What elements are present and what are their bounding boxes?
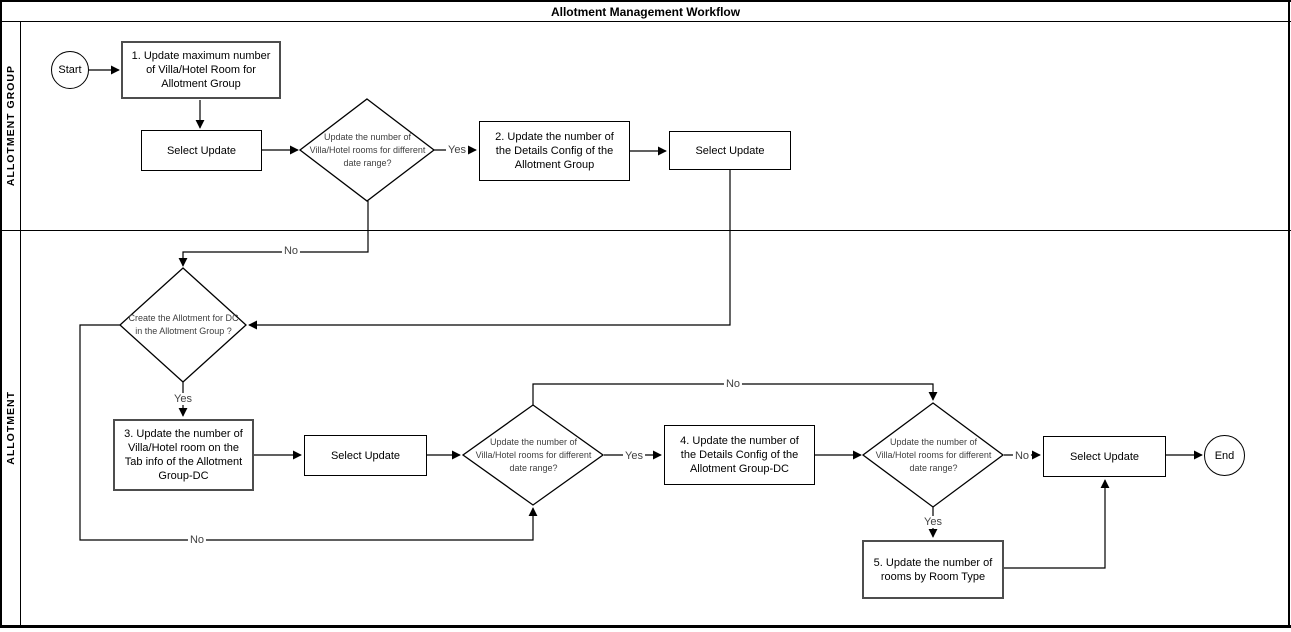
edge-step5-to-select4 xyxy=(1004,479,1110,569)
lane-label-column-divider xyxy=(20,21,21,627)
decision-4-shape xyxy=(861,402,1005,508)
edge-label-no-3: No xyxy=(723,378,743,390)
outer-border-right xyxy=(1288,0,1290,628)
select-update-1-box: Select Update xyxy=(141,130,262,171)
step-5-box: 5. Update the number of rooms by Room Ty… xyxy=(862,540,1004,599)
step-3-box: 3. Update the number of Villa/Hotel room… xyxy=(113,419,254,491)
end-node: End xyxy=(1204,435,1245,476)
lane-label-text: ALLOTMENT xyxy=(5,391,17,465)
edge-label-no-2: No xyxy=(187,534,207,546)
edge-label-no-1: No xyxy=(281,245,301,257)
lane-label-text: ALLOTMENT GROUP xyxy=(5,65,17,187)
diagram-title: Allotment Management Workflow xyxy=(550,4,741,19)
lane-label-allotment: ALLOTMENT xyxy=(2,231,20,625)
edge-select2-to-decision2 xyxy=(248,170,731,330)
decision-3-label: Update the number of Villa/Hotel rooms f… xyxy=(475,436,592,473)
edge-label-yes-3: Yes xyxy=(623,450,645,462)
decision-1-shape xyxy=(298,98,436,202)
lane-label-allotment-group: ALLOTMENT GROUP xyxy=(2,22,20,230)
edge-decision1-no-decision2 xyxy=(178,201,369,267)
start-node: Start xyxy=(51,51,89,89)
decision-3-shape xyxy=(461,404,605,506)
select-update-2-box: Select Update xyxy=(669,131,791,170)
outer-border-top xyxy=(0,0,1291,2)
decision-2-label: Create the Allotment for DC in the Allot… xyxy=(128,313,239,336)
select-update-3-box: Select Update xyxy=(304,435,427,476)
edge-label-no-4: No xyxy=(1012,450,1032,462)
lane-divider xyxy=(0,230,1291,231)
decision-1-label: Update the number of Villa/Hotel rooms f… xyxy=(309,131,426,168)
edge-label-yes-2: Yes xyxy=(172,393,194,405)
decision-2-shape xyxy=(119,267,247,383)
decision-4-label: Update the number of Villa/Hotel rooms f… xyxy=(875,436,992,473)
edge-label-yes-1: Yes xyxy=(446,144,468,156)
step-4-box: 4. Update the number of the Details Conf… xyxy=(664,425,815,485)
step-1-box: 1. Update maximum number of Villa/Hotel … xyxy=(121,41,281,99)
select-update-4-box: Select Update xyxy=(1043,436,1166,477)
step-2-box: 2. Update the number of the Details Conf… xyxy=(479,121,630,181)
outer-border-left xyxy=(0,0,2,628)
edge-label-yes-4: Yes xyxy=(922,516,944,528)
title-divider xyxy=(0,21,1291,22)
outer-border-bottom xyxy=(0,625,1291,628)
